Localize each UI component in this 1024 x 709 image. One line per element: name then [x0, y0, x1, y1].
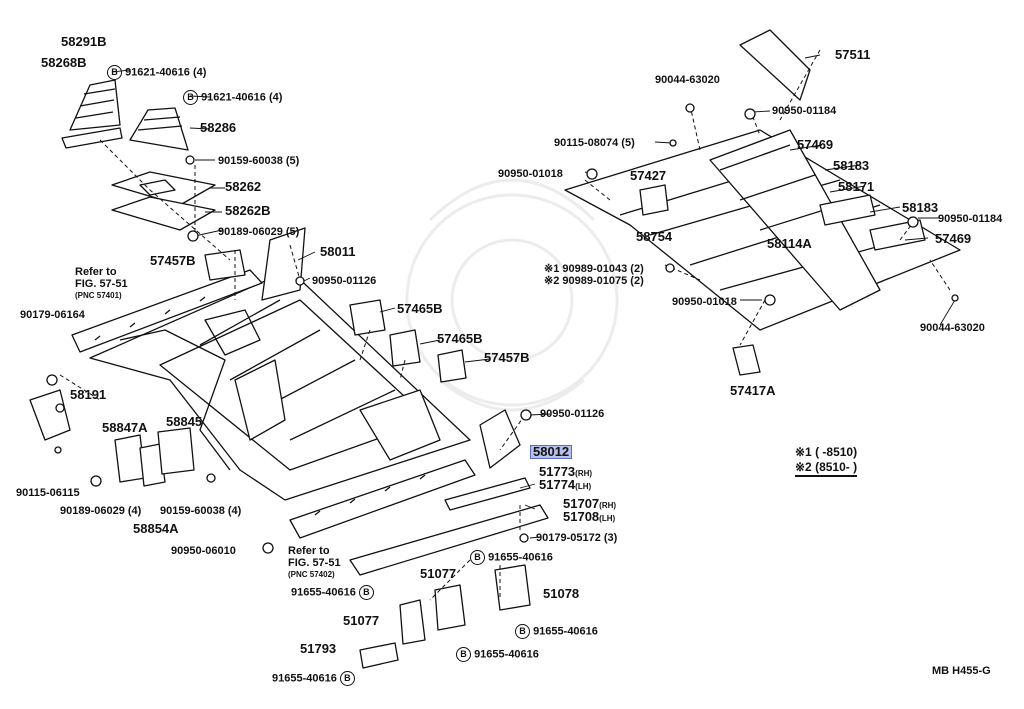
part-90115-08074: 90115-08074 (5)	[554, 137, 635, 149]
bolt-marker: B	[107, 65, 122, 80]
part-57469-b: 57469	[935, 231, 972, 246]
part-90044-b: 90044-63020	[920, 322, 985, 334]
part-57469-a: 57469	[797, 137, 834, 152]
part-58183-a: 58183	[833, 158, 870, 173]
callout-91655-a: B 91655-40616	[470, 550, 553, 565]
legend: ※1 ( -8510) ※2 (8510- )	[795, 445, 858, 477]
part-51078: 51078	[543, 586, 580, 601]
part-57465B-a: 57465B	[397, 301, 443, 316]
part-51077-b: 51077	[343, 613, 380, 628]
bolt-marker: B	[183, 90, 198, 105]
part-58268B: 58268B	[41, 55, 87, 70]
watermark-emblem	[405, 178, 619, 412]
part-90159-a: 90159-60038 (5)	[218, 155, 300, 167]
part-57457B-a: 57457B	[150, 253, 196, 268]
front-floor-pan	[89, 269, 471, 501]
part-51077-a: 51077	[420, 566, 457, 581]
part-90950-01018-b: 90950-01018	[672, 296, 737, 308]
shift-boot-assembly	[61, 79, 216, 231]
part-58191: 58191	[70, 387, 107, 402]
part-58183-b: 58183	[902, 200, 939, 215]
refer-note-2: Refer to FIG. 57-51 (PNC 57402)	[288, 545, 341, 579]
part-90179-06164: 90179-06164	[20, 309, 85, 321]
part-58845: 58845	[166, 414, 203, 429]
callout-91621-b: B 91621-40616 (4)	[183, 90, 282, 105]
callout-91621-a: B 91621-40616 (4)	[107, 65, 206, 80]
part-57417A: 57417A	[730, 383, 776, 398]
part-90189-a: 90189-06029 (5)	[218, 226, 300, 238]
part-90989-01075: ※2 90989-01075 (2)	[544, 275, 644, 287]
callout-91655-c: B 91655-40616	[515, 624, 598, 639]
part-90950-01018-a: 90950-01018	[498, 168, 563, 180]
part-90950-01184-b: 90950-01184	[938, 213, 1003, 225]
part-57465B-b: 57465B	[437, 331, 483, 346]
part-58854A: 58854A	[133, 521, 179, 536]
left-side-rail	[71, 269, 263, 353]
right-side-rail	[289, 459, 476, 539]
callout-91655-b: 91655-40616 B	[291, 585, 374, 600]
part-58012-highlighted[interactable]: 58012	[530, 445, 573, 459]
part-90950-01184-a: 90950-01184	[772, 105, 837, 117]
part-58262: 58262	[225, 179, 262, 194]
part-58847A: 58847A	[102, 420, 148, 435]
part-51773: 51773(RH)	[539, 464, 593, 479]
part-57427: 57427	[630, 168, 667, 183]
part-58011: 58011	[320, 244, 356, 259]
part-90115-06115: 90115-06115	[16, 487, 80, 499]
legend-row-2: ※2 (8510- )	[795, 460, 858, 477]
scuff-plates	[349, 477, 549, 576]
part-90179-05172: 90179-05172 (3)	[536, 532, 618, 544]
part-58286: 58286	[200, 120, 237, 135]
part-90189-b: 90189-06029 (4)	[60, 505, 142, 517]
part-58171: 58171	[838, 179, 875, 194]
part-90989-01043: ※1 90989-01043 (2)	[544, 263, 644, 275]
callout-91655-d: B 91655-40616	[456, 647, 539, 662]
leader-lines	[59, 49, 951, 601]
part-51793: 51793	[300, 641, 337, 656]
part-90950-01126-b: 90950-01126	[540, 408, 605, 420]
part-51707: 51707(RH)	[563, 496, 617, 511]
part-90159-b: 90159-60038 (4)	[160, 505, 242, 517]
part-57511: 57511	[835, 47, 871, 62]
part-90950-01126-a: 90950-01126	[312, 275, 377, 287]
part-90044-a: 90044-63020	[655, 74, 720, 86]
part-51708: 51708(LH)	[563, 509, 616, 524]
part-58262B: 58262B	[225, 203, 271, 218]
callout-91655-e: 91655-40616 B	[272, 671, 355, 686]
fasteners	[46, 103, 959, 554]
part-58114A: 58114A	[767, 236, 812, 251]
part-58291B: 58291B	[61, 34, 107, 49]
part-51774: 51774(LH)	[539, 477, 592, 492]
part-90950-06010: 90950-06010	[171, 545, 236, 557]
refer-note-1: Refer to FIG. 57-51 (PNC 57401)	[75, 266, 128, 300]
diagram-reference-code: MB H455-G	[932, 665, 991, 677]
rear-floor-pan	[564, 29, 961, 376]
part-58754: 58754	[636, 229, 673, 244]
part-57457B-b: 57457B	[484, 350, 530, 365]
legend-row-1: ※1 ( -8510)	[795, 445, 858, 459]
floor-brackets	[29, 227, 531, 669]
